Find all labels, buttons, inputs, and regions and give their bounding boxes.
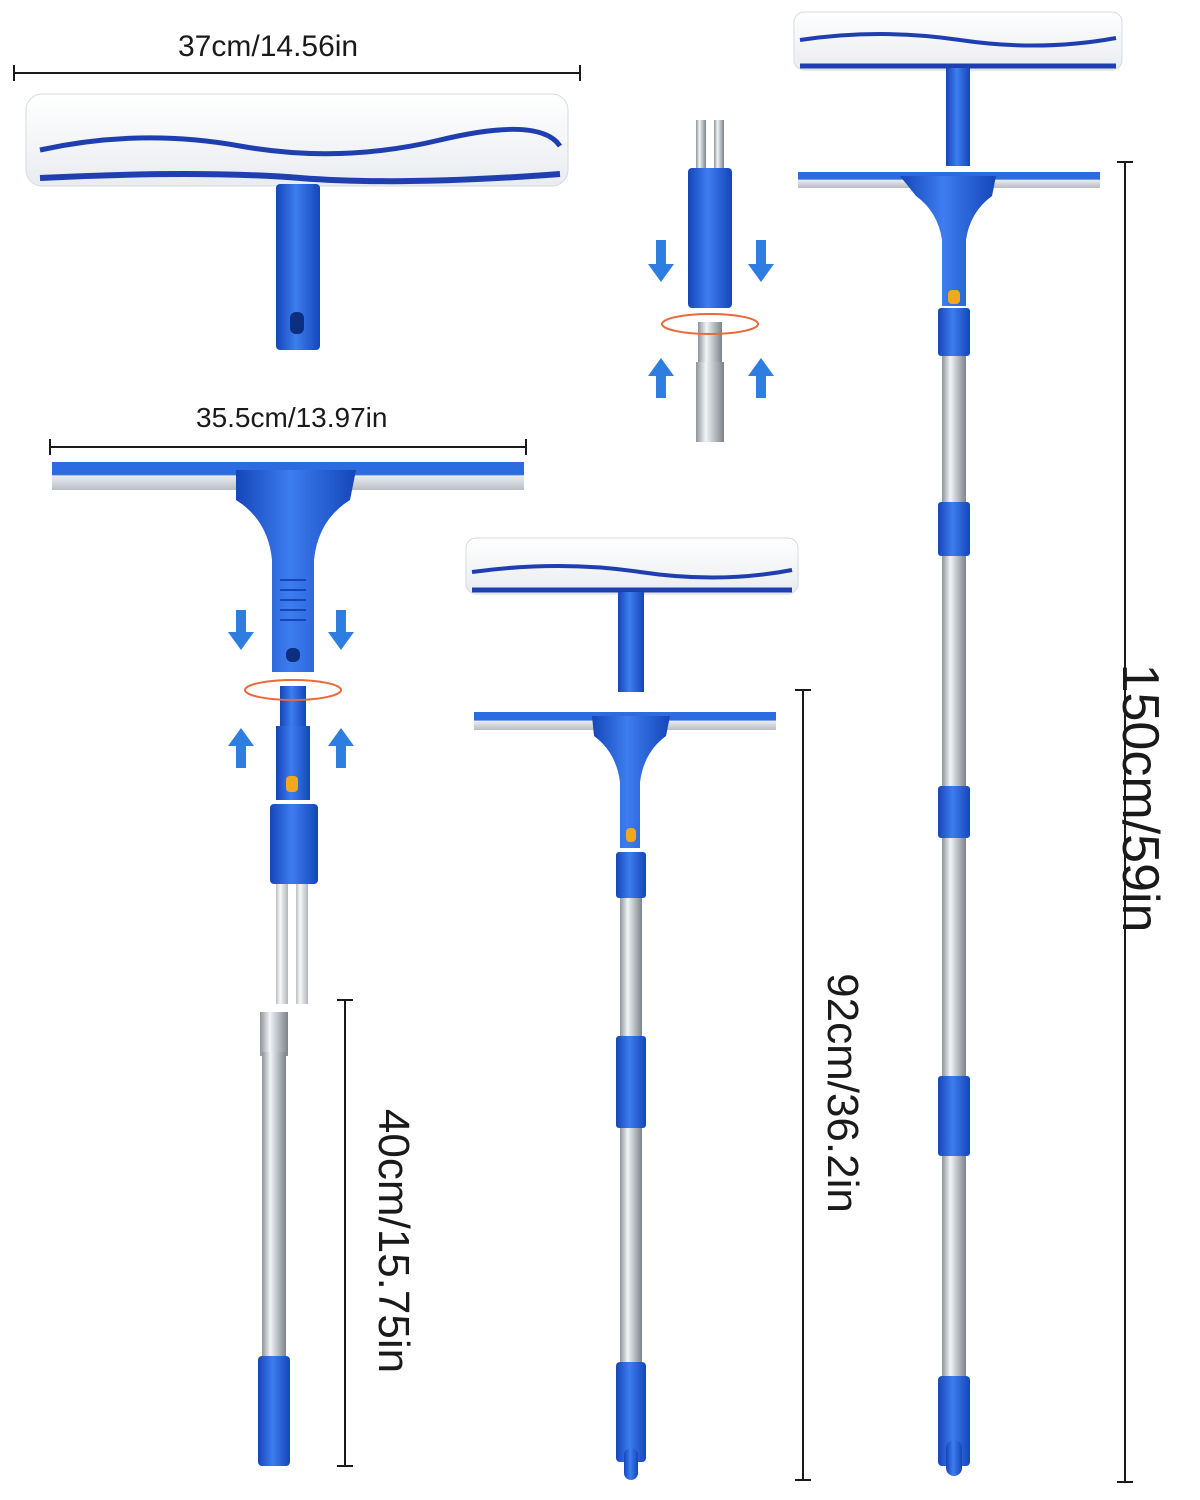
dimension-line-pole-medium bbox=[795, 689, 811, 1481]
thread-connector-top bbox=[688, 120, 732, 442]
scrubber-head-middle bbox=[465, 537, 799, 692]
rotate-icon bbox=[244, 313, 759, 701]
dimension-label-scrubber: 37cm/14.56in bbox=[178, 30, 359, 63]
dimension-label-squeegee: 35.5cm/13.97in bbox=[196, 402, 388, 433]
dimension-label-pole-short: 40cm/15.75in bbox=[369, 1108, 418, 1374]
scrubber-head-top-right bbox=[793, 11, 1123, 166]
dimension-line-scrubber bbox=[13, 65, 581, 81]
squeegee-medium-pole bbox=[474, 712, 776, 1480]
arrow-down-icon bbox=[228, 240, 774, 650]
dimension-label-pole-long: 150cm/59in bbox=[1111, 663, 1169, 933]
thread-connector-left bbox=[270, 686, 318, 1004]
squeegee-head-large bbox=[52, 462, 524, 672]
pole-short bbox=[258, 1012, 290, 1466]
scrubber-head-large bbox=[25, 93, 569, 350]
dimension-label-pole-medium: 92cm/36.2in bbox=[818, 973, 867, 1213]
dimension-line-pole-short bbox=[337, 999, 353, 1467]
arrow-up-icon bbox=[228, 358, 774, 768]
dimension-line-squeegee bbox=[49, 439, 527, 455]
dimension-line-pole-long bbox=[1117, 161, 1133, 1483]
squeegee-long-pole bbox=[798, 172, 1100, 1476]
